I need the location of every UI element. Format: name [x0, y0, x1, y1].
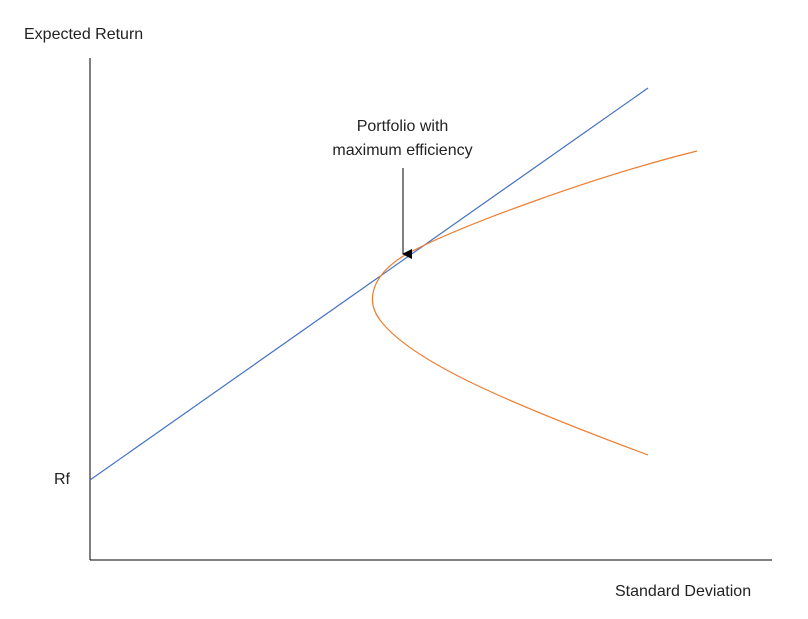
efficient-frontier-curve — [371, 150, 698, 456]
tangency-portfolio-annotation: Portfolio with maximum efficiency — [310, 115, 495, 163]
annotation-line-1: Portfolio with — [356, 118, 449, 135]
risk-free-rate-label: Rf — [54, 471, 70, 488]
x-axis-label: Standard Deviation — [615, 583, 752, 600]
annotation-line-2: maximum efficiency — [332, 142, 473, 159]
y-axis-label: Expected Return — [24, 26, 144, 43]
capital-market-line — [89, 87, 649, 481]
